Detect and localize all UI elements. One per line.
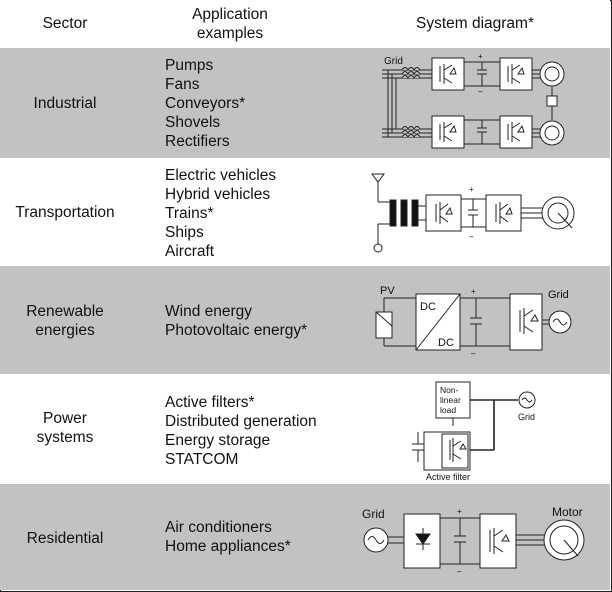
minus-label: – <box>457 567 462 576</box>
list-item: Energy storage <box>165 432 271 449</box>
list-item: Ships <box>165 224 204 241</box>
load-label-line1: Non- <box>440 385 459 395</box>
list-item: Wind energy <box>165 303 253 320</box>
minus-label: – <box>469 232 474 241</box>
dc-top-label: DC <box>420 301 436 313</box>
pv-label: PV <box>380 285 395 297</box>
active-filter-label: Active filter <box>426 472 470 482</box>
sector-label: Industrial <box>33 95 97 112</box>
plus-label: + <box>457 507 462 516</box>
list-item: Photovoltaic energy* <box>165 322 308 339</box>
renewable-diagram: PV DC DC Grid + – <box>375 285 572 358</box>
application-list: Pumps Fans Conveyors* Shovels Rectifiers <box>165 56 365 151</box>
table-header: Sector Application examples System diagr… <box>0 0 610 49</box>
industrial-diagram: Grid + – <box>382 52 565 149</box>
application-list: Active filters* Distributed generation E… <box>165 393 365 469</box>
application-list: Electric vehicles Hybrid vehicles Trains… <box>165 166 365 261</box>
sector-label-line: energies <box>35 322 95 339</box>
list-item: Active filters* <box>165 394 255 411</box>
list-item: Aircraft <box>165 243 215 260</box>
minus-label: – <box>478 87 483 96</box>
table-row-transportation: Transportation Electric vehicles Hybrid … <box>0 158 610 267</box>
sector-label-line: Power <box>43 410 87 427</box>
header-sector: Sector <box>42 15 88 32</box>
list-item: Air conditioners <box>165 519 272 536</box>
list-item: Electric vehicles <box>165 167 277 184</box>
residential-diagram: Grid Motor + – <box>362 505 585 576</box>
list-item: Distributed generation <box>165 413 317 430</box>
dc-bottom-label: DC <box>438 337 454 349</box>
table-row-residential: Residential Air conditioners Home applia… <box>0 484 610 590</box>
plus-label: + <box>471 287 476 296</box>
header-applications-line1: Application <box>192 6 268 23</box>
sector-label: Transportation <box>15 204 115 221</box>
header-applications: Application examples <box>165 5 295 43</box>
table-row-power-systems: Power systems Active filters* Distribute… <box>0 374 610 485</box>
list-item: Conveyors* <box>165 95 246 112</box>
load-label-line3: load <box>440 405 456 415</box>
list-item: Rectifiers <box>165 133 230 150</box>
power-systems-diagram: Non- linear load Grid Active filter <box>412 381 536 482</box>
application-list: Air conditioners Home appliances* <box>165 518 365 556</box>
sector-label: Residential <box>26 530 104 547</box>
plus-label: + <box>478 52 483 61</box>
list-item: Pumps <box>165 57 214 74</box>
list-item: Shovels <box>165 114 221 131</box>
list-item: Hybrid vehicles <box>165 186 271 203</box>
sector-label: Renewable energies <box>0 302 130 340</box>
sector-label-line: Renewable <box>26 303 104 320</box>
transportation-diagram: + – <box>371 173 575 253</box>
table-row-industrial: Industrial Pumps Fans Conveyors* Shovels… <box>0 48 610 159</box>
header-applications-line2: examples <box>196 25 264 42</box>
load-label-line2: linear <box>440 395 461 405</box>
motor-label: Motor <box>552 505 583 519</box>
sector-label-line: systems <box>36 429 94 446</box>
application-list: Wind energy Photovoltaic energy* <box>165 302 365 340</box>
grid-label: Grid <box>518 412 535 422</box>
grid-label: Grid <box>548 289 569 301</box>
list-item: STATCOM <box>165 451 239 468</box>
plus-label: + <box>469 185 474 194</box>
minus-label: – <box>471 349 476 358</box>
list-item: Fans <box>165 76 200 93</box>
table-row-renewable: Renewable energies Wind energy Photovolt… <box>0 266 610 375</box>
list-item: Trains* <box>165 205 214 222</box>
header-diagram: System diagram* <box>415 15 534 32</box>
grid-label: Grid <box>384 56 403 67</box>
sector-label: Power systems <box>0 409 130 447</box>
list-item: Home appliances* <box>165 538 291 555</box>
grid-label: Grid <box>362 507 385 521</box>
